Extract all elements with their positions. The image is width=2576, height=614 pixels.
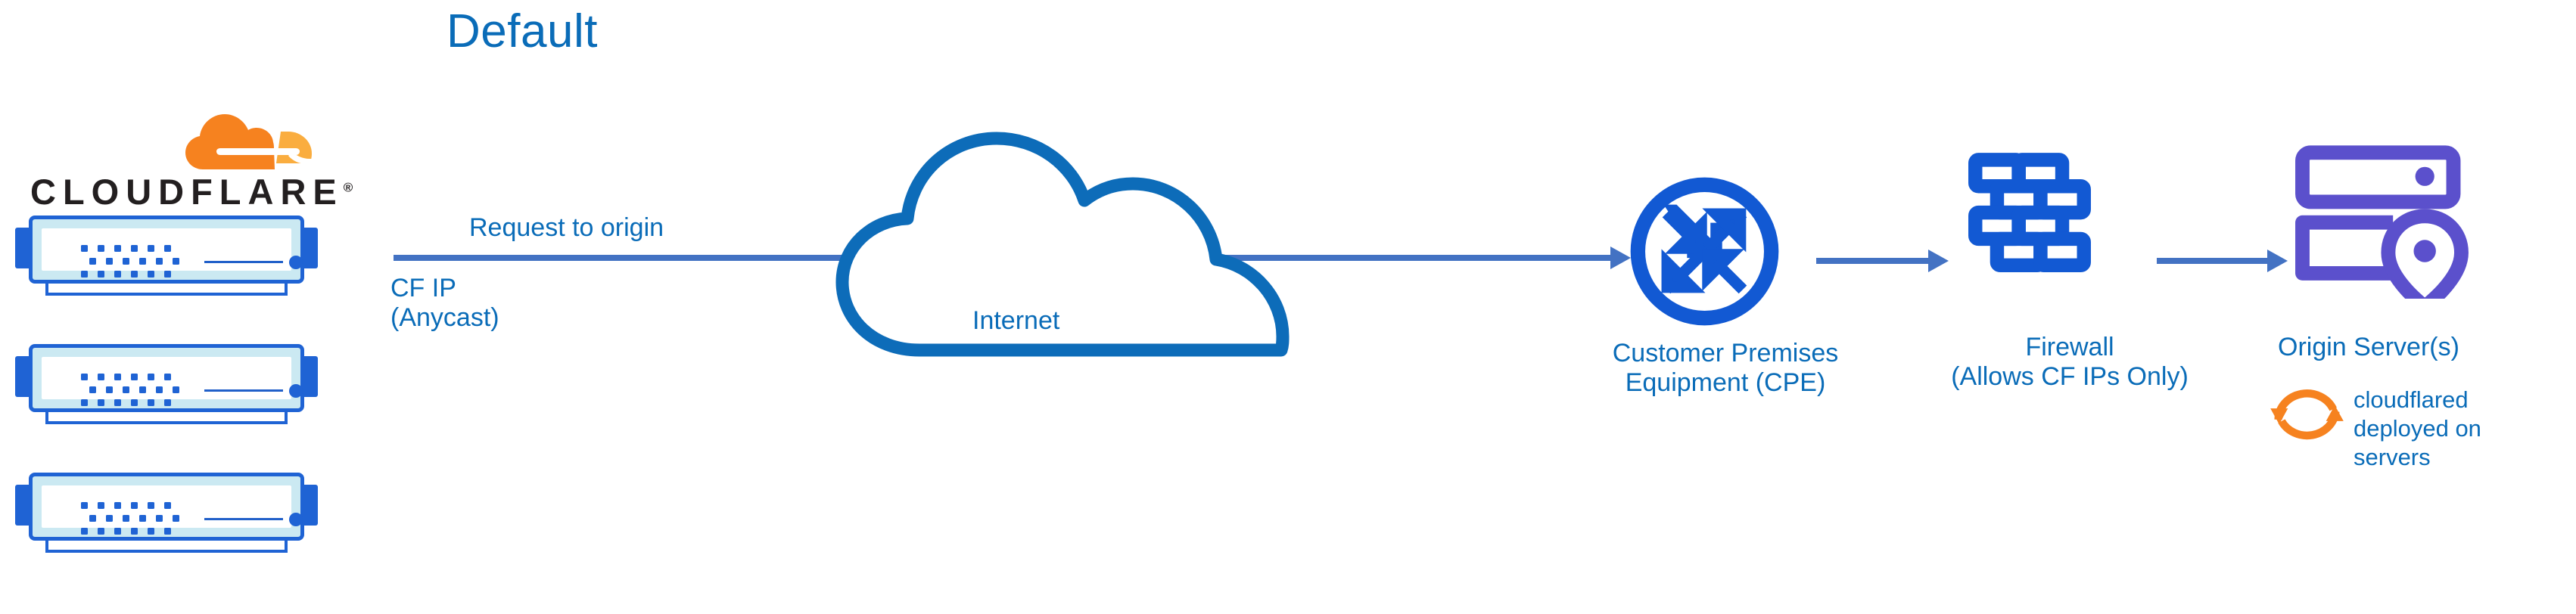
sync-arrows-icon bbox=[2270, 389, 2344, 440]
server-front-panel bbox=[42, 228, 303, 278]
edge-arrowhead-firewall-to-origin bbox=[2267, 250, 2288, 272]
server-status-line-icon bbox=[204, 518, 283, 520]
brick-wall-icon[interactable] bbox=[1968, 147, 2123, 302]
registered-trademark-mark: ® bbox=[343, 180, 353, 195]
server-vent-dots-icon bbox=[81, 374, 179, 407]
edge-line-cpe-to-firewall bbox=[1816, 258, 1930, 264]
server-rack-unit-3[interactable] bbox=[15, 473, 318, 560]
cloud-icon bbox=[835, 132, 1290, 357]
edge-line-firewall-to-origin bbox=[2157, 258, 2269, 264]
server-vent-dots-icon bbox=[81, 502, 179, 535]
server-chassis bbox=[29, 344, 304, 412]
server-pin-icon[interactable] bbox=[2293, 140, 2471, 299]
cloudflared-annotation-label: cloudflared deployed on servers bbox=[2354, 386, 2481, 470]
firewall-label: Firewall (Allows CF IPs Only) bbox=[1951, 333, 2189, 391]
server-led-icon bbox=[289, 513, 303, 526]
server-status-line-icon bbox=[204, 261, 283, 263]
edge-arrowhead-cloudflare-to-cpe bbox=[1610, 247, 1631, 269]
cloudflare-wordmark: CLOUDFLARE® bbox=[30, 171, 356, 212]
server-rack-unit-1[interactable] bbox=[15, 216, 318, 302]
request-to-origin-label: Request to origin bbox=[469, 213, 664, 242]
cf-ip-anycast-label: CF IP (Anycast) bbox=[390, 274, 499, 332]
internet-label: Internet bbox=[972, 306, 1060, 335]
cloudflare-logo: CLOUDFLARE® bbox=[30, 104, 356, 212]
origin-server-label: Origin Server(s) bbox=[2278, 333, 2459, 361]
cpe-label: Customer Premises Equipment (CPE) bbox=[1612, 339, 1839, 397]
server-front-panel bbox=[42, 357, 303, 406]
server-chassis bbox=[29, 216, 304, 284]
server-chassis bbox=[29, 473, 304, 541]
edge-arrowhead-cpe-to-firewall bbox=[1928, 250, 1949, 272]
server-led-icon bbox=[289, 256, 303, 269]
server-vent-dots-icon bbox=[81, 245, 179, 278]
page-title: Default bbox=[446, 5, 598, 57]
server-status-line-icon bbox=[204, 389, 283, 392]
server-rack-unit-2[interactable] bbox=[15, 344, 318, 431]
cloudflare-cloud-icon bbox=[185, 114, 319, 169]
cloudflare-wordmark-text: CLOUDFLARE bbox=[30, 172, 344, 212]
server-led-icon bbox=[289, 384, 303, 398]
server-front-panel bbox=[42, 485, 303, 535]
router-icon[interactable] bbox=[1623, 170, 1786, 333]
